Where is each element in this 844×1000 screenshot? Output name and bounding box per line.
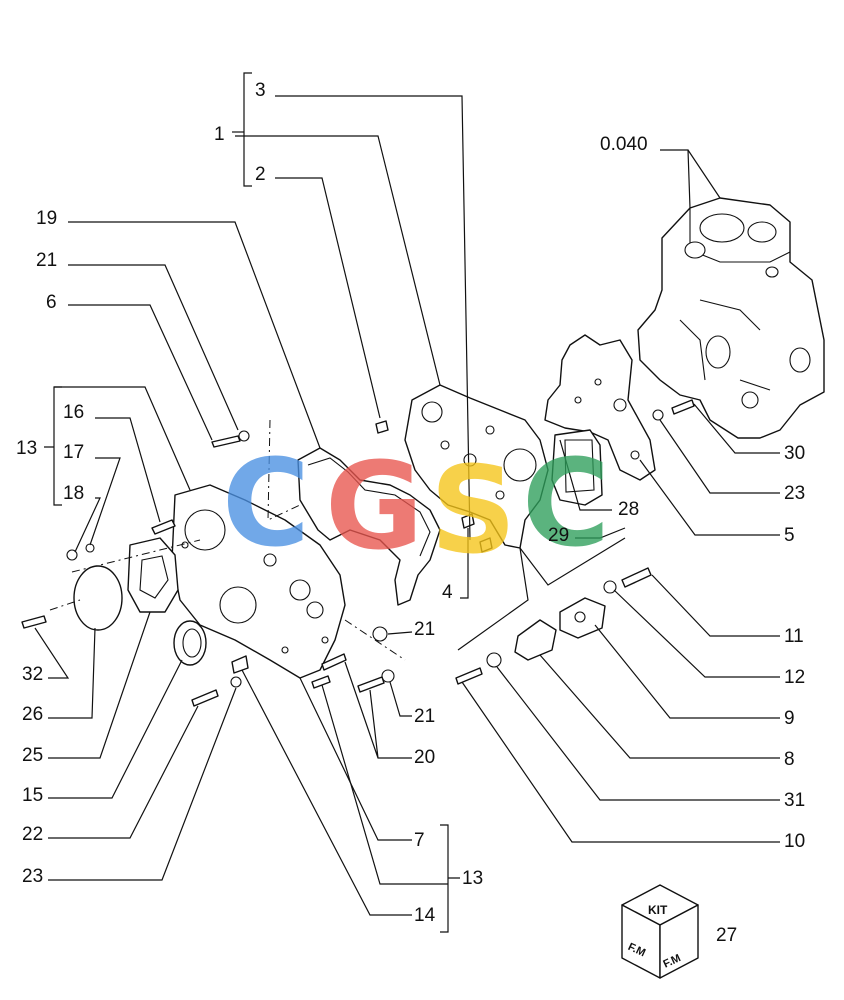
callout-1: 1 (214, 124, 225, 145)
oil-seal (173, 620, 207, 666)
callout-26: 26 (22, 704, 43, 725)
callout-9: 9 (784, 708, 795, 729)
callout-5: 5 (784, 525, 795, 546)
callout-20: 20 (414, 747, 435, 768)
callout-13-left: 13 (16, 438, 37, 459)
kit-badge: KIT F.M F.M (621, 884, 699, 979)
middle-plate (404, 384, 549, 549)
callout-22: 22 (22, 824, 43, 845)
callout-15: 15 (22, 785, 43, 806)
callout-23-right: 23 (784, 483, 805, 504)
callout-21-mid: 21 (414, 619, 435, 640)
callout-31: 31 (784, 790, 805, 811)
front-gasket (297, 447, 441, 606)
engine-block (637, 197, 825, 439)
kit-badge-text: KIT (648, 903, 668, 917)
callout-3: 3 (255, 80, 266, 101)
watermark-letter-g: G (325, 438, 424, 577)
callout-23-bottom: 23 (22, 866, 43, 887)
seal-gasket (551, 429, 603, 506)
leader-lines (34, 72, 780, 933)
callout-17: 17 (63, 442, 84, 463)
callout-21-low: 21 (414, 706, 435, 727)
callout-2: 2 (255, 164, 266, 185)
callout-16: 16 (63, 402, 84, 423)
watermark-letter-s: S (430, 442, 516, 581)
callout-4: 4 (442, 582, 453, 603)
callout-18: 18 (63, 483, 84, 504)
callout-14: 14 (414, 905, 436, 926)
watermark-letter-c2: C (522, 435, 610, 574)
front-cover (171, 484, 346, 679)
callout-19: 19 (36, 208, 57, 229)
callout-10: 10 (784, 831, 805, 852)
callout-30: 30 (784, 443, 805, 464)
callout-25: 25 (22, 745, 43, 766)
watermark-letter-c1: C (222, 435, 310, 574)
callout-11: 11 (784, 626, 804, 647)
callout-8: 8 (784, 749, 795, 770)
callout-21-top: 21 (36, 250, 57, 271)
center-lines (49, 419, 406, 661)
callout-29: 29 (548, 525, 569, 546)
callout-7: 7 (414, 830, 425, 851)
callout-labels: 3 1 2 0.040 19 21 6 16 13 17 18 32 26 25… (16, 80, 805, 946)
fasteners (21, 399, 695, 707)
callout-32: 32 (22, 664, 43, 685)
callout-12: 12 (784, 667, 805, 688)
watermark: C G S C (222, 435, 610, 581)
callout-6: 6 (46, 292, 57, 313)
callout-28: 28 (618, 499, 639, 520)
brackets (514, 597, 606, 661)
callout-0040: 0.040 (600, 134, 648, 155)
callout-27: 27 (716, 925, 737, 946)
cover-plate (73, 537, 179, 631)
callout-13-right: 13 (462, 868, 483, 889)
rear-plate (544, 334, 656, 481)
